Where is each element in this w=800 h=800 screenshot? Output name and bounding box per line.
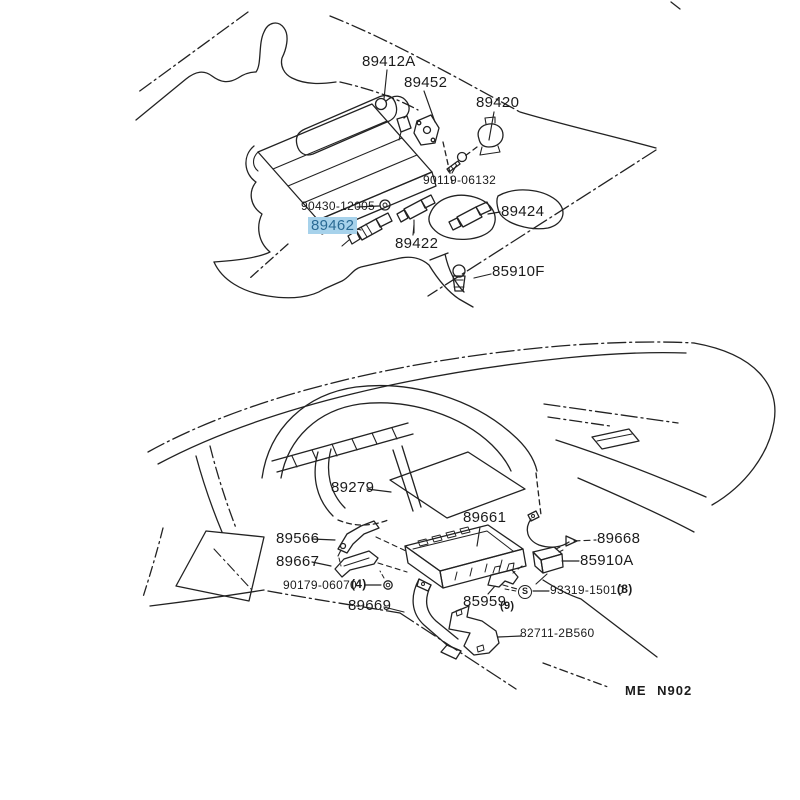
bolt-90119-drawing: [447, 153, 467, 173]
fender-left-line: [136, 23, 336, 120]
part-label-89452: 89452: [404, 74, 448, 91]
part-label-89412a: 89412A: [362, 53, 416, 70]
engine-left-edge: [214, 146, 270, 262]
cluster-hood-inner-arch: [281, 403, 511, 478]
quantity-label-9: (9): [500, 600, 515, 612]
glovebox-dash-line-1: [544, 404, 678, 423]
part-label-89668: 89668: [597, 530, 641, 547]
instrument-panel-view: [143, 342, 775, 689]
part-label-85910a: 85910A: [580, 552, 634, 569]
hood-edge-right-dash: [330, 16, 520, 112]
ecu-dashed-links: [376, 537, 522, 573]
cluster-hood-outer-arch: [262, 386, 537, 478]
side-vent-drawing: [592, 429, 639, 449]
floor-diagonal-dash-1: [400, 613, 516, 689]
ribbed-valve-cover-drawing: [254, 104, 437, 234]
ecu-89661-drawing: [405, 525, 526, 588]
bracket-89566-drawing: [338, 521, 379, 566]
panel-face-line-2: [578, 478, 694, 532]
part-label-89566: 89566: [276, 530, 320, 547]
intake-valley-outline-left: [429, 195, 495, 239]
left-lower-dash: [143, 528, 163, 597]
part-label-85959: 85959: [463, 593, 507, 610]
part-label-89669: 89669: [348, 597, 392, 614]
quantity-label-8: (8): [617, 582, 633, 596]
intake-plenum-drawing: [296, 95, 396, 155]
knock-sensor-89424-drawing: [449, 202, 491, 230]
washer-90430-drawing: [380, 200, 390, 210]
kick-panel-drawing: [176, 531, 264, 601]
column-shroud-right: [393, 446, 421, 511]
part-label-89424: 89424: [501, 203, 545, 220]
part-label-89422: 89422: [395, 235, 439, 252]
sensor-mount-edge: [430, 253, 464, 292]
bracket-89667-drawing: [335, 551, 378, 577]
leader-lines: [312, 70, 596, 637]
circled-s-symbol: S: [518, 585, 532, 599]
bolt-90179-drawing: [380, 571, 392, 589]
cowl-diagonal: [428, 150, 656, 296]
floor-diagonal-dash-2: [543, 663, 608, 687]
drawing-code: ME N902: [625, 683, 693, 698]
part-label-82711-2b560: 82711-2B560: [520, 626, 595, 640]
panel-right-end-curve: [694, 343, 775, 505]
glovebox-dash-line-2: [548, 417, 610, 426]
bracket-82711-drawing: [449, 606, 499, 655]
part-label-89279: 89279: [331, 479, 375, 496]
hood-edge-right-solid: [520, 112, 656, 148]
clip-85959-drawing: [488, 563, 518, 591]
cover-panel-89279-drawing: [390, 452, 525, 518]
arch-leg-dash: [536, 473, 541, 515]
engine-bottom-edge: [214, 257, 473, 307]
windshield-lower-curve: [158, 353, 686, 464]
panel-face-line-1: [556, 440, 706, 497]
bracket-89669-drawing: [413, 579, 461, 659]
sensor-89420-drawing: [478, 117, 503, 155]
part-label-90430-12005: 90430-12005: [301, 199, 376, 213]
part-label-89462-highlighted: 89462: [308, 217, 358, 234]
corner-tick: [671, 2, 680, 9]
dash-89420-to-screw: [465, 147, 477, 156]
a-pillar-dash: [210, 446, 236, 528]
fender-left-dash: [340, 82, 418, 110]
part-label-89420: 89420: [476, 94, 520, 111]
part-label-89667: 89667: [276, 553, 320, 570]
bracket-89668-drawing: [527, 511, 577, 547]
a-pillar-solid: [196, 456, 222, 532]
lower-lip-dash: [268, 591, 400, 613]
windshield-upper-curve: [148, 342, 694, 452]
column-shroud-left: [315, 449, 345, 516]
cluster-slat-band: [272, 423, 413, 472]
sensor-85910a-drawing: [533, 547, 563, 584]
intake-valley-outline-right: [497, 190, 563, 229]
quantity-label-4: (4): [351, 577, 367, 591]
part-label-90119-06132: 90119-06132: [423, 173, 497, 187]
knock-sensor-89462-drawing: [342, 213, 392, 246]
lower-lip-solid: [150, 590, 264, 606]
part-label-85910f: 85910F: [492, 263, 545, 280]
hood-edge-left: [137, 12, 248, 93]
sensor-89452-drawing: [414, 115, 439, 145]
dash-89452-down: [443, 142, 452, 182]
part-label-93319-15010: 93319-15010: [550, 583, 625, 597]
part-label-89661: 89661: [463, 509, 507, 526]
switch-85910f-drawing: [453, 265, 465, 291]
column-shroud-bottom: [338, 520, 388, 525]
camshaft-sensor-89412a-drawing: [376, 96, 412, 140]
engine-compartment-view: [136, 2, 680, 307]
right-lower-diagonal: [543, 580, 657, 657]
lower-left-dash: [250, 244, 288, 278]
part-label-90179-06070: 90179-06070: [283, 578, 358, 592]
